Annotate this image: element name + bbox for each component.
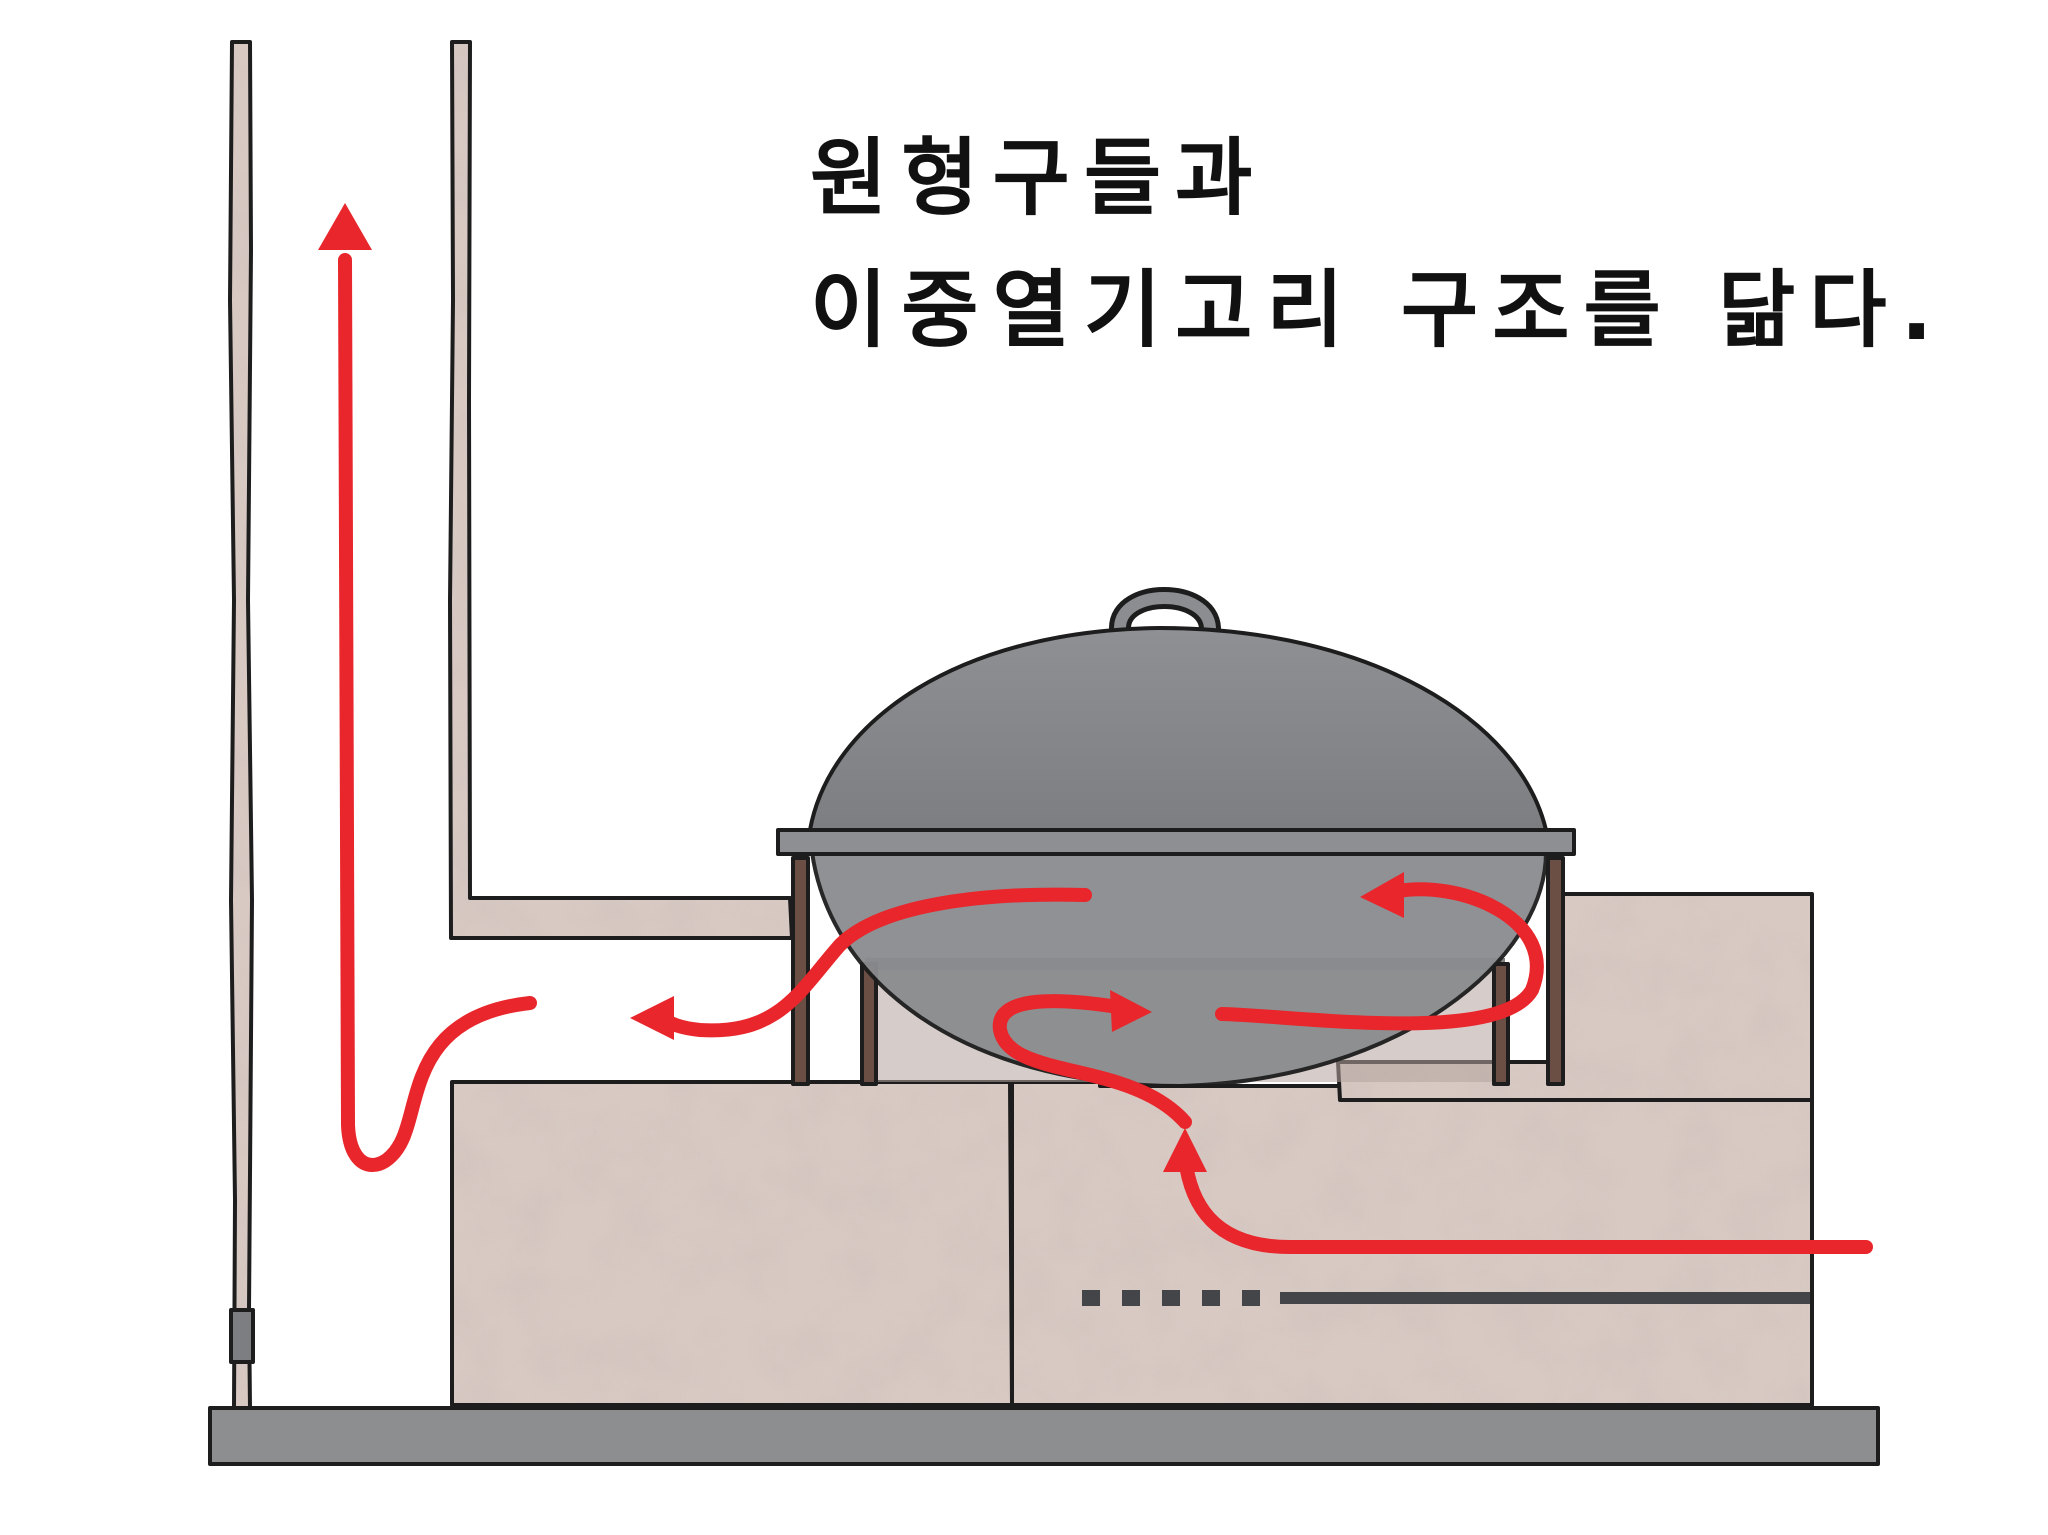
heat-flow-arrow bbox=[1163, 1128, 1207, 1172]
title-line-2: 이중열기고리 구조를 닮다. bbox=[810, 261, 1947, 359]
heat-flow bbox=[318, 203, 1873, 1254]
heat-flow-arrow bbox=[1110, 990, 1152, 1032]
left-masonry-block bbox=[450, 1080, 1014, 1407]
heat-flow-arrow bbox=[318, 203, 372, 250]
heat-flow-arrow bbox=[1178, 1151, 1873, 1254]
heat-flow-arrow bbox=[1360, 872, 1404, 918]
pot-rim bbox=[776, 828, 1576, 856]
ash-grate bbox=[1082, 1290, 1810, 1306]
base-slab bbox=[208, 1406, 1880, 1466]
chimney-damper bbox=[229, 1308, 255, 1364]
chimney-right-wall bbox=[448, 40, 794, 940]
heat-flow-arrow bbox=[992, 994, 1192, 1129]
heat-flow-arrow bbox=[338, 253, 537, 1172]
heat-flow-arrow bbox=[1215, 882, 1544, 1031]
pot-lid bbox=[808, 626, 1548, 832]
chimney-left-wall bbox=[228, 40, 254, 1410]
diagram-title: 원형구들과 이중열기고리 구조를 닮다. bbox=[810, 112, 2010, 376]
heat-flow-arrow bbox=[630, 996, 674, 1040]
heat-flow-arrow bbox=[653, 887, 1092, 1038]
chimney bbox=[228, 40, 794, 1410]
title-line-1: 원형구들과 bbox=[810, 129, 1267, 227]
pot-supports bbox=[791, 856, 1565, 1086]
